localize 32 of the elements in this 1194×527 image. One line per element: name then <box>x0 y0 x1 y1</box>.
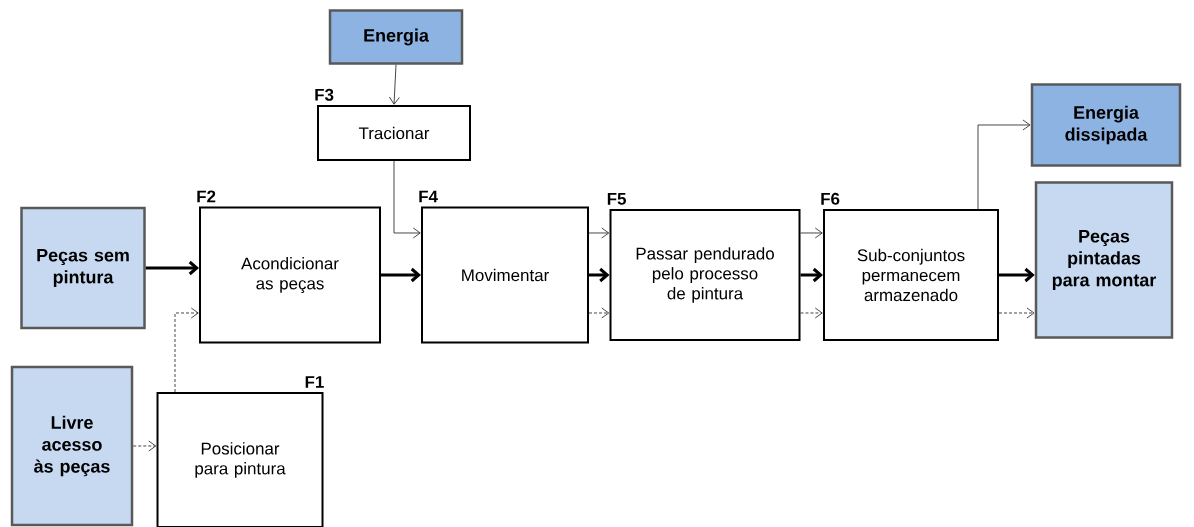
arrow <box>589 267 610 283</box>
arrow <box>388 64 400 105</box>
arrow <box>145 260 199 276</box>
function-label: F5 <box>607 193 626 205</box>
arrow <box>800 307 823 319</box>
input-output-box: Energia <box>328 9 464 65</box>
arrow <box>800 227 823 239</box>
process-box: Acondicionar as peças <box>199 206 381 344</box>
function-label: F2 <box>197 190 216 203</box>
arrow <box>588 307 610 319</box>
process-box: Posicionar para pintura <box>156 392 324 527</box>
function-label: F6 <box>821 192 840 205</box>
arrow <box>174 307 199 393</box>
input-output-box: Energia dissipada <box>1030 83 1182 167</box>
arrow <box>588 227 610 239</box>
input-output-box: Livre acesso às peças <box>10 365 134 527</box>
function-label: F1 <box>305 376 324 388</box>
process-box: Passar pendurado pelo processo de pintura <box>609 209 801 341</box>
function-label: F3 <box>315 88 334 101</box>
process-box: Movimentar <box>421 206 589 344</box>
arrow <box>999 267 1035 283</box>
arrow <box>381 267 421 283</box>
arrow <box>132 440 157 452</box>
input-output-box: Peças pintadas para montar <box>1034 181 1174 339</box>
arrow <box>800 267 823 283</box>
function-label: F4 <box>419 190 438 203</box>
process-box: Sub-conjuntos permanecem armazenado <box>823 209 999 341</box>
process-box: Tracionar <box>317 105 471 161</box>
arrow <box>998 307 1035 319</box>
input-output-box: Peças sem pintura <box>20 206 146 330</box>
arrow <box>977 119 1031 210</box>
arrow <box>393 160 421 239</box>
